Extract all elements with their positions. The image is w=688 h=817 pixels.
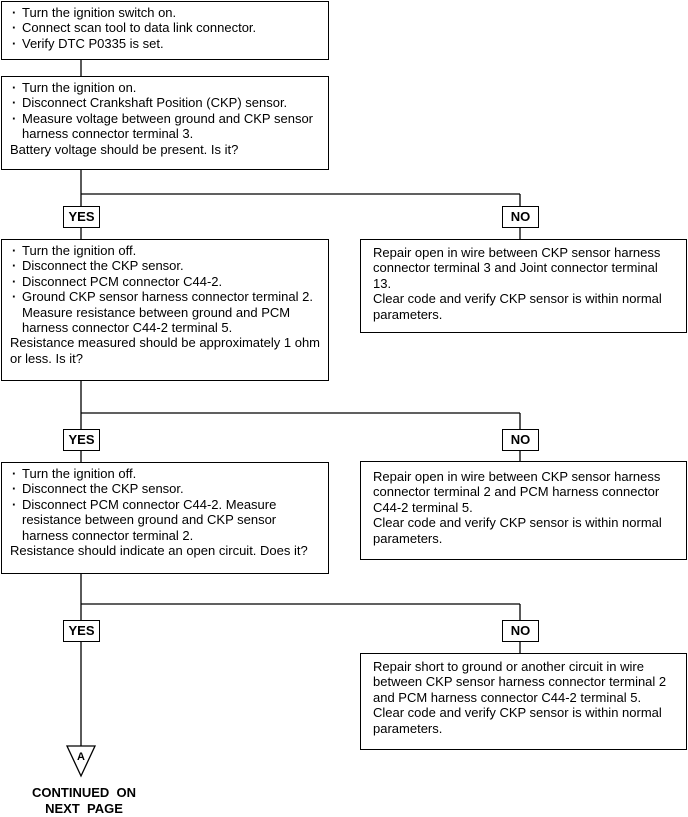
- connector-a-letter: A: [77, 751, 85, 763]
- step-4-item: Disconnect PCM connector C44-2. Measure …: [10, 497, 320, 543]
- step-1-item: Connect scan tool to data link connector…: [10, 20, 320, 36]
- repair-3-box: Repair short to ground or another circui…: [360, 653, 687, 750]
- repair-3-text: Repair short to ground or another circui…: [373, 659, 667, 705]
- step-3-question: Resistance measured should be approximat…: [10, 335, 321, 366]
- step-1-item: Turn the ignition switch on.: [10, 5, 320, 21]
- repair-1-text: Repair open in wire between CKP sensor h…: [373, 245, 661, 291]
- step-4-question: Resistance should indicate an open circu…: [10, 543, 308, 559]
- step-4-item: Disconnect the CKP sensor.: [10, 481, 320, 497]
- repair-2-box: Repair open in wire between CKP sensor h…: [360, 461, 687, 560]
- step-2-item: Turn the ignition on.: [10, 80, 320, 96]
- step-2-box: Turn the ignition on. Disconnect Cranksh…: [1, 76, 329, 170]
- yes-label-3: YES: [63, 620, 100, 642]
- repair-2-clear-code: Clear code and verify CKP sensor is with…: [373, 515, 662, 546]
- step-1-item: Verify DTC P0335 is set.: [10, 36, 320, 52]
- no-label-1: NO: [502, 206, 539, 228]
- step-3-item: Turn the ignition off.: [10, 243, 320, 259]
- no-label-3: NO: [502, 620, 539, 642]
- step-1-box: Turn the ignition switch on. Connect sca…: [1, 1, 329, 60]
- continued-footer: CONTINUED ON NEXT PAGE: [18, 785, 150, 817]
- repair-1-clear-code: Clear code and verify CKP sensor is with…: [373, 291, 662, 322]
- step-4-item: Turn the ignition off.: [10, 466, 320, 482]
- step-2-item: Measure voltage between ground and CKP s…: [10, 111, 320, 142]
- yes-label-1: YES: [63, 206, 100, 228]
- repair-3-clear-code: Clear code and verify CKP sensor is with…: [373, 705, 662, 736]
- connector-a-triangle: [65, 745, 97, 778]
- no-label-2: NO: [502, 429, 539, 451]
- step-2-item: Disconnect Crankshaft Position (CKP) sen…: [10, 95, 320, 111]
- repair-1-box: Repair open in wire between CKP sensor h…: [360, 239, 687, 333]
- footer-line-1: CONTINUED ON: [32, 785, 136, 800]
- step-3-item: Disconnect PCM connector C44-2.: [10, 274, 320, 290]
- step-4-box: Turn the ignition off. Disconnect the CK…: [1, 462, 329, 574]
- yes-label-2: YES: [63, 429, 100, 451]
- repair-2-text: Repair open in wire between CKP sensor h…: [373, 469, 661, 515]
- footer-line-2: NEXT PAGE: [45, 801, 123, 816]
- step-3-item: Disconnect the CKP sensor.: [10, 258, 320, 274]
- step-2-question: Battery voltage should be present. Is it…: [10, 141, 239, 157]
- step-3-box: Turn the ignition off. Disconnect the CK…: [1, 239, 329, 381]
- step-3-item: Ground CKP sensor harness connector term…: [10, 289, 320, 335]
